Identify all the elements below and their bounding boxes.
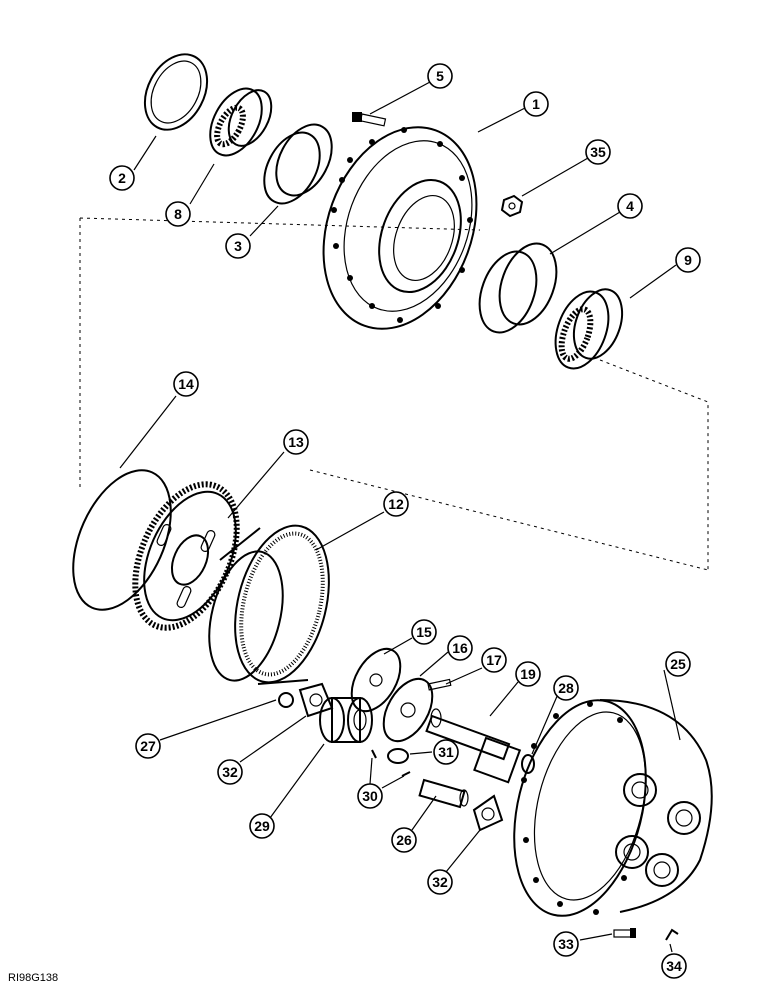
callout-29: 29 [249,813,275,839]
svg-text:3: 3 [234,238,242,254]
callout-28: 28 [553,675,579,701]
part-26-planet-pin [418,778,469,809]
svg-text:28: 28 [558,680,574,696]
svg-text:14: 14 [178,376,194,392]
part-27-washer [278,692,294,708]
callout-14: 14 [173,371,199,397]
callout-12: 12 [383,491,409,517]
svg-text:25: 25 [670,656,686,672]
callout-34: 34 [661,953,687,979]
callout-1: 1 [523,91,549,117]
callout-35: 35 [585,139,611,165]
part-3-cup [263,123,333,205]
callout-27: 27 [135,733,161,759]
svg-text:27: 27 [140,738,156,754]
callout-32-lower: 32 [427,869,453,895]
callout-19: 19 [515,661,541,687]
part-8-bearing [209,87,273,157]
callout-33: 33 [553,931,579,957]
svg-text:33: 33 [558,936,574,952]
part-15-washer [350,647,402,713]
figure-id: RI98G138 [8,972,59,984]
svg-text:15: 15 [416,624,432,640]
part-4-cup [478,242,558,334]
svg-text:32: 32 [432,874,448,890]
callout-16: 16 [447,635,473,661]
assembly-dash-line [309,469,709,571]
part-32-washer-lower [472,794,504,832]
part-25-housing [513,699,713,917]
part-5-bolt [352,112,387,127]
part-35-nut [500,194,524,218]
callout-5: 5 [427,63,453,89]
svg-text:19: 19 [520,666,536,682]
callout-3: 3 [225,233,251,259]
part-31-spacer [387,748,409,764]
svg-text:13: 13 [288,434,304,450]
assembly-dash-line [79,217,481,231]
leader-lines [119,81,681,953]
callout-32-upper: 32 [217,759,243,785]
svg-text:29: 29 [254,818,270,834]
svg-text:35: 35 [590,144,606,160]
svg-text:31: 31 [438,744,454,760]
part-28-plug [521,754,535,774]
svg-text:9: 9 [684,252,692,268]
part-16-plate [382,677,434,743]
callout-17: 17 [481,647,507,673]
part-1-hub [322,126,478,330]
svg-text:2: 2 [118,170,126,186]
callout-25: 25 [665,651,691,677]
part-33-bolt [613,928,636,938]
callout-8: 8 [165,201,191,227]
svg-text:12: 12 [388,496,404,512]
svg-text:26: 26 [396,832,412,848]
part-29-planet-gear [319,697,373,743]
svg-text:34: 34 [666,958,682,974]
callout-30: 30 [357,783,383,809]
svg-text:1: 1 [532,96,540,112]
part-12-ring-gear [208,524,330,685]
callout-31: 31 [433,739,459,765]
callout-15: 15 [411,619,437,645]
svg-text:16: 16 [452,640,468,656]
callout-4: 4 [617,193,643,219]
part-30-pin [371,749,411,777]
part-19-shaft [425,708,522,784]
svg-text:30: 30 [362,788,378,804]
svg-text:5: 5 [436,68,444,84]
callout-9: 9 [675,247,701,273]
svg-text:32: 32 [222,764,238,780]
assembly-dash-line [599,359,709,570]
svg-text:8: 8 [174,206,182,222]
callout-26: 26 [391,827,417,853]
part-34-clip [665,928,679,941]
svg-text:4: 4 [626,198,634,214]
part-14-snap-ring [72,469,172,611]
callout-13: 13 [283,429,309,455]
svg-text:17: 17 [486,652,502,668]
part-2-seal [143,53,209,131]
callout-2: 2 [109,165,135,191]
part-9-bearing [554,288,624,370]
